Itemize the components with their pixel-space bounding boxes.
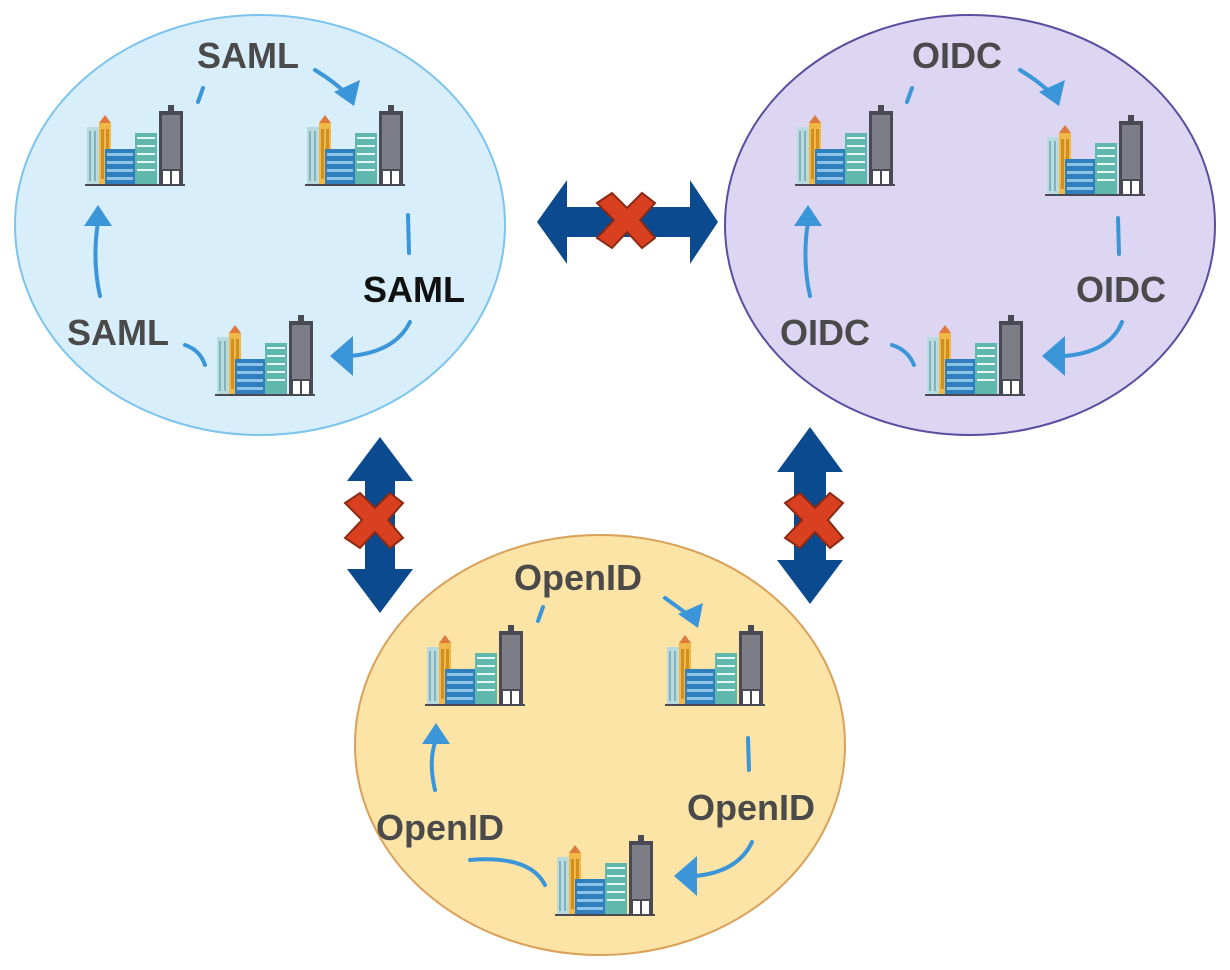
arrowhead-icon: [1039, 80, 1065, 106]
arrowhead-icon: [330, 336, 353, 376]
openid-label-left: OpenID: [376, 807, 505, 848]
arrowhead-icon: [1042, 336, 1065, 376]
arrowhead-icon: [674, 856, 697, 896]
oidc-flow-arrows: [803, 68, 1124, 367]
red-x-icon: [343, 491, 405, 550]
arrowhead-icon: [334, 80, 360, 106]
red-x-icon: [595, 191, 657, 250]
oidc-label-left: OIDC: [780, 312, 870, 353]
arrowhead-icon: [84, 205, 112, 226]
oidc-federation-circle: [724, 14, 1216, 436]
openid-label-top: OpenID: [514, 557, 643, 598]
openid-label-right: OpenID: [687, 787, 816, 828]
saml-label-left: SAML: [67, 312, 169, 353]
red-x-icon: [783, 491, 845, 550]
oidc-label-top: OIDC: [912, 35, 1002, 76]
saml-flow-arrows: [93, 68, 412, 367]
saml-label-right: SAML: [363, 269, 465, 310]
arrowhead-icon: [422, 723, 450, 744]
openid-federation-circle: [354, 534, 846, 956]
oidc-label-right: OIDC: [1076, 269, 1166, 310]
arrowhead-icon: [794, 205, 822, 226]
arrowhead-icon: [678, 603, 703, 628]
saml-label-top: SAML: [197, 35, 299, 76]
